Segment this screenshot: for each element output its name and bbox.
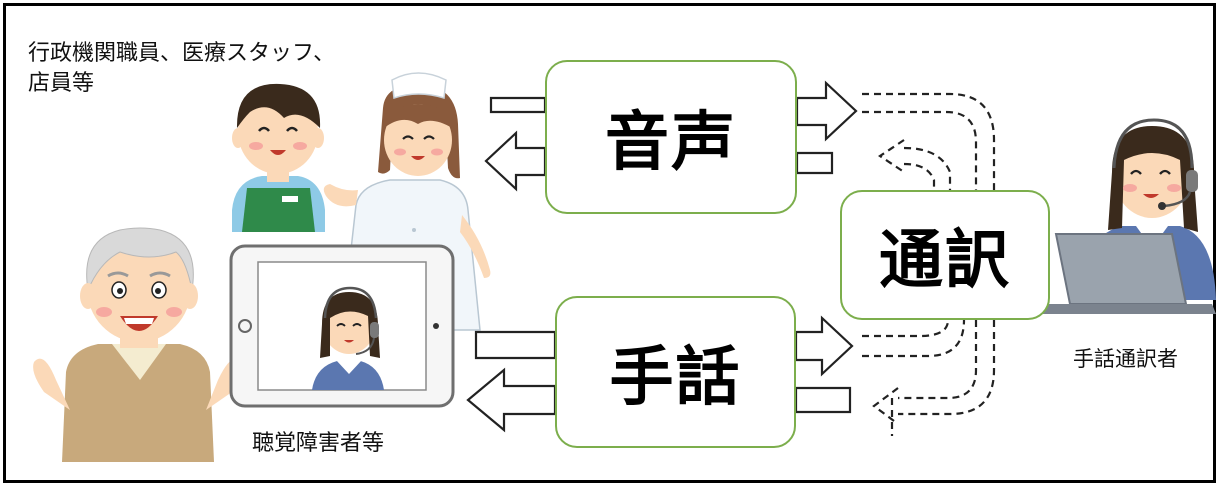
arrow-staff-to-voice — [489, 96, 547, 114]
interpreter-label: 手話通訳者 — [1073, 347, 1178, 371]
arrow-sign-to-deaf — [466, 367, 557, 433]
arrow-deaf-to-sign — [474, 330, 557, 360]
tablet-icon — [229, 244, 455, 408]
elderly-man-icon — [33, 227, 243, 462]
arrow-interpret-to-sign — [794, 386, 852, 414]
sign-box: 手話 — [555, 296, 796, 448]
staff-label-line2: 店員等 — [28, 71, 95, 96]
staff-label-line1: 行政機関職員、医療スタッフ、 — [28, 41, 336, 66]
dashed-arrows-upper — [862, 92, 996, 190]
voice-box: 音声 — [545, 60, 797, 214]
operator-icon — [1042, 118, 1216, 314]
interpret-box: 通訳 — [840, 190, 1050, 320]
arrow-sign-to-interpret — [794, 315, 854, 377]
dashed-arrows-lower — [862, 319, 996, 436]
arrow-voice-to-staff — [484, 130, 547, 192]
arrow-interpret-to-voice — [795, 151, 834, 175]
deaf-label: 聴覚障害者等 — [252, 431, 385, 456]
arrow-voice-to-interpret — [795, 80, 858, 142]
clerk-icon — [232, 83, 325, 232]
